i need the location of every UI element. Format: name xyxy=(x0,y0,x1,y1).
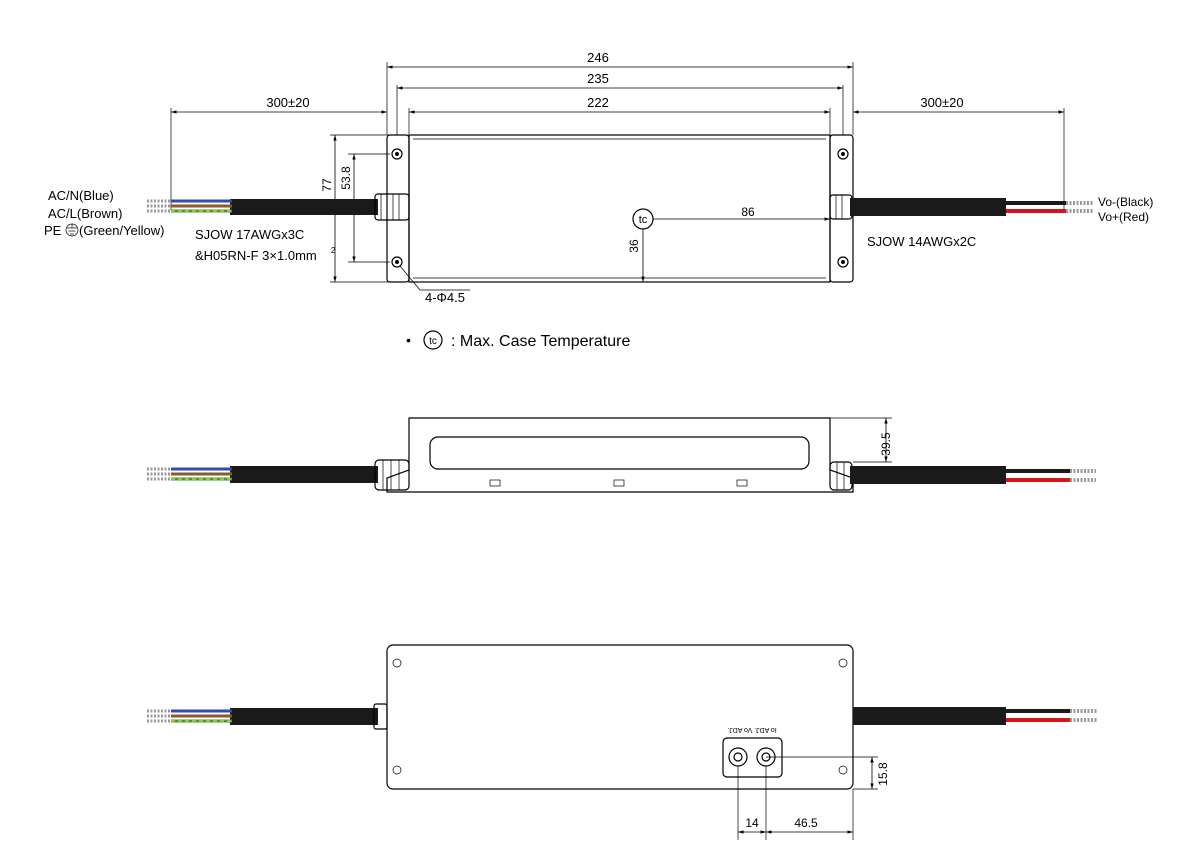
side-view: 39.5 xyxy=(147,417,1096,493)
input-cable-spec-2: &H05RN-F 3×1.0mm xyxy=(195,248,317,263)
dim-tc-y: 36 xyxy=(627,239,641,253)
dim-body-length: 222 xyxy=(587,95,609,110)
bottom-view: Io ADJ. Vo ADJ. 15.8 14 46.5 xyxy=(147,644,1097,840)
wire-label-neutral: AC/N(Blue) xyxy=(48,188,114,203)
input-cable-spec-1: SJOW 17AWGx3C xyxy=(195,227,304,242)
ground-symbol-icon xyxy=(65,223,79,237)
bottom-output-cable xyxy=(853,707,1006,725)
output-cable-spec: SJOW 14AWGx2C xyxy=(867,234,976,249)
pot-window xyxy=(722,737,783,778)
input-cable-gland xyxy=(374,193,410,221)
side-input-wires xyxy=(147,467,232,481)
input-wires xyxy=(147,199,232,213)
input-cable-spec-sup: 2 xyxy=(331,246,336,255)
dim-pot-height: 15.8 xyxy=(876,762,890,786)
dim-overall-length: 246 xyxy=(587,50,609,65)
wire-label-negative: Vo-(Black) xyxy=(1098,195,1153,209)
input-cable xyxy=(230,199,378,215)
dim-tc-x: 86 xyxy=(741,205,755,219)
left-flange xyxy=(386,134,410,283)
dim-side-height: 39.5 xyxy=(879,432,893,456)
wire-label-earth-prefix: PE xyxy=(44,223,62,238)
side-output-cable xyxy=(850,466,1006,484)
dim-input-cable-length: 300±20 xyxy=(266,95,309,110)
pot-labels: Io ADJ. Vo ADJ. xyxy=(727,726,776,733)
wire-label-positive: Vo+(Red) xyxy=(1098,210,1149,224)
side-output-wires xyxy=(1006,469,1096,482)
legend-tc-icon xyxy=(423,330,443,350)
dim-pot-edge: 46.5 xyxy=(794,816,818,830)
side-recess xyxy=(429,436,810,470)
right-flange xyxy=(829,134,854,283)
output-cable-gland xyxy=(829,194,853,220)
output-cable xyxy=(850,198,1006,216)
bottom-input-gland xyxy=(373,703,388,730)
dim-width: 77 xyxy=(320,178,334,192)
output-wires xyxy=(1006,201,1093,213)
dim-pot-offset: 14 xyxy=(745,816,759,830)
dim-holes: 4-Φ4.5 xyxy=(425,290,465,305)
top-view: 246 235 222 300±20 300±20 77 53.8 xyxy=(44,50,1153,350)
dim-hole-spacing: 53.8 xyxy=(339,166,353,190)
legend-bullet: • xyxy=(406,332,411,348)
legend-tc-symbol: tc xyxy=(429,336,437,347)
bottom-output-wires xyxy=(1006,709,1097,722)
wire-label-line: AC/L(Brown) xyxy=(48,206,122,221)
tc-symbol-label: tc xyxy=(639,214,648,226)
mounting-hole-icon xyxy=(391,148,849,268)
dim-hole-pitch: 235 xyxy=(587,71,609,86)
top-body-outline xyxy=(408,134,831,283)
dim-output-cable-length: 300±20 xyxy=(920,95,963,110)
io-adjust-pot-icon[interactable] xyxy=(728,747,748,767)
side-body-outline xyxy=(386,417,854,493)
bottom-body-outline xyxy=(386,644,854,790)
side-input-cable xyxy=(230,466,378,483)
bottom-input-wires xyxy=(147,709,232,723)
bottom-input-cable xyxy=(230,708,378,725)
legend-text: : Max. Case Temperature xyxy=(451,333,630,350)
side-input-gland xyxy=(374,459,410,491)
wire-label-earth: (Green/Yellow) xyxy=(79,223,165,238)
